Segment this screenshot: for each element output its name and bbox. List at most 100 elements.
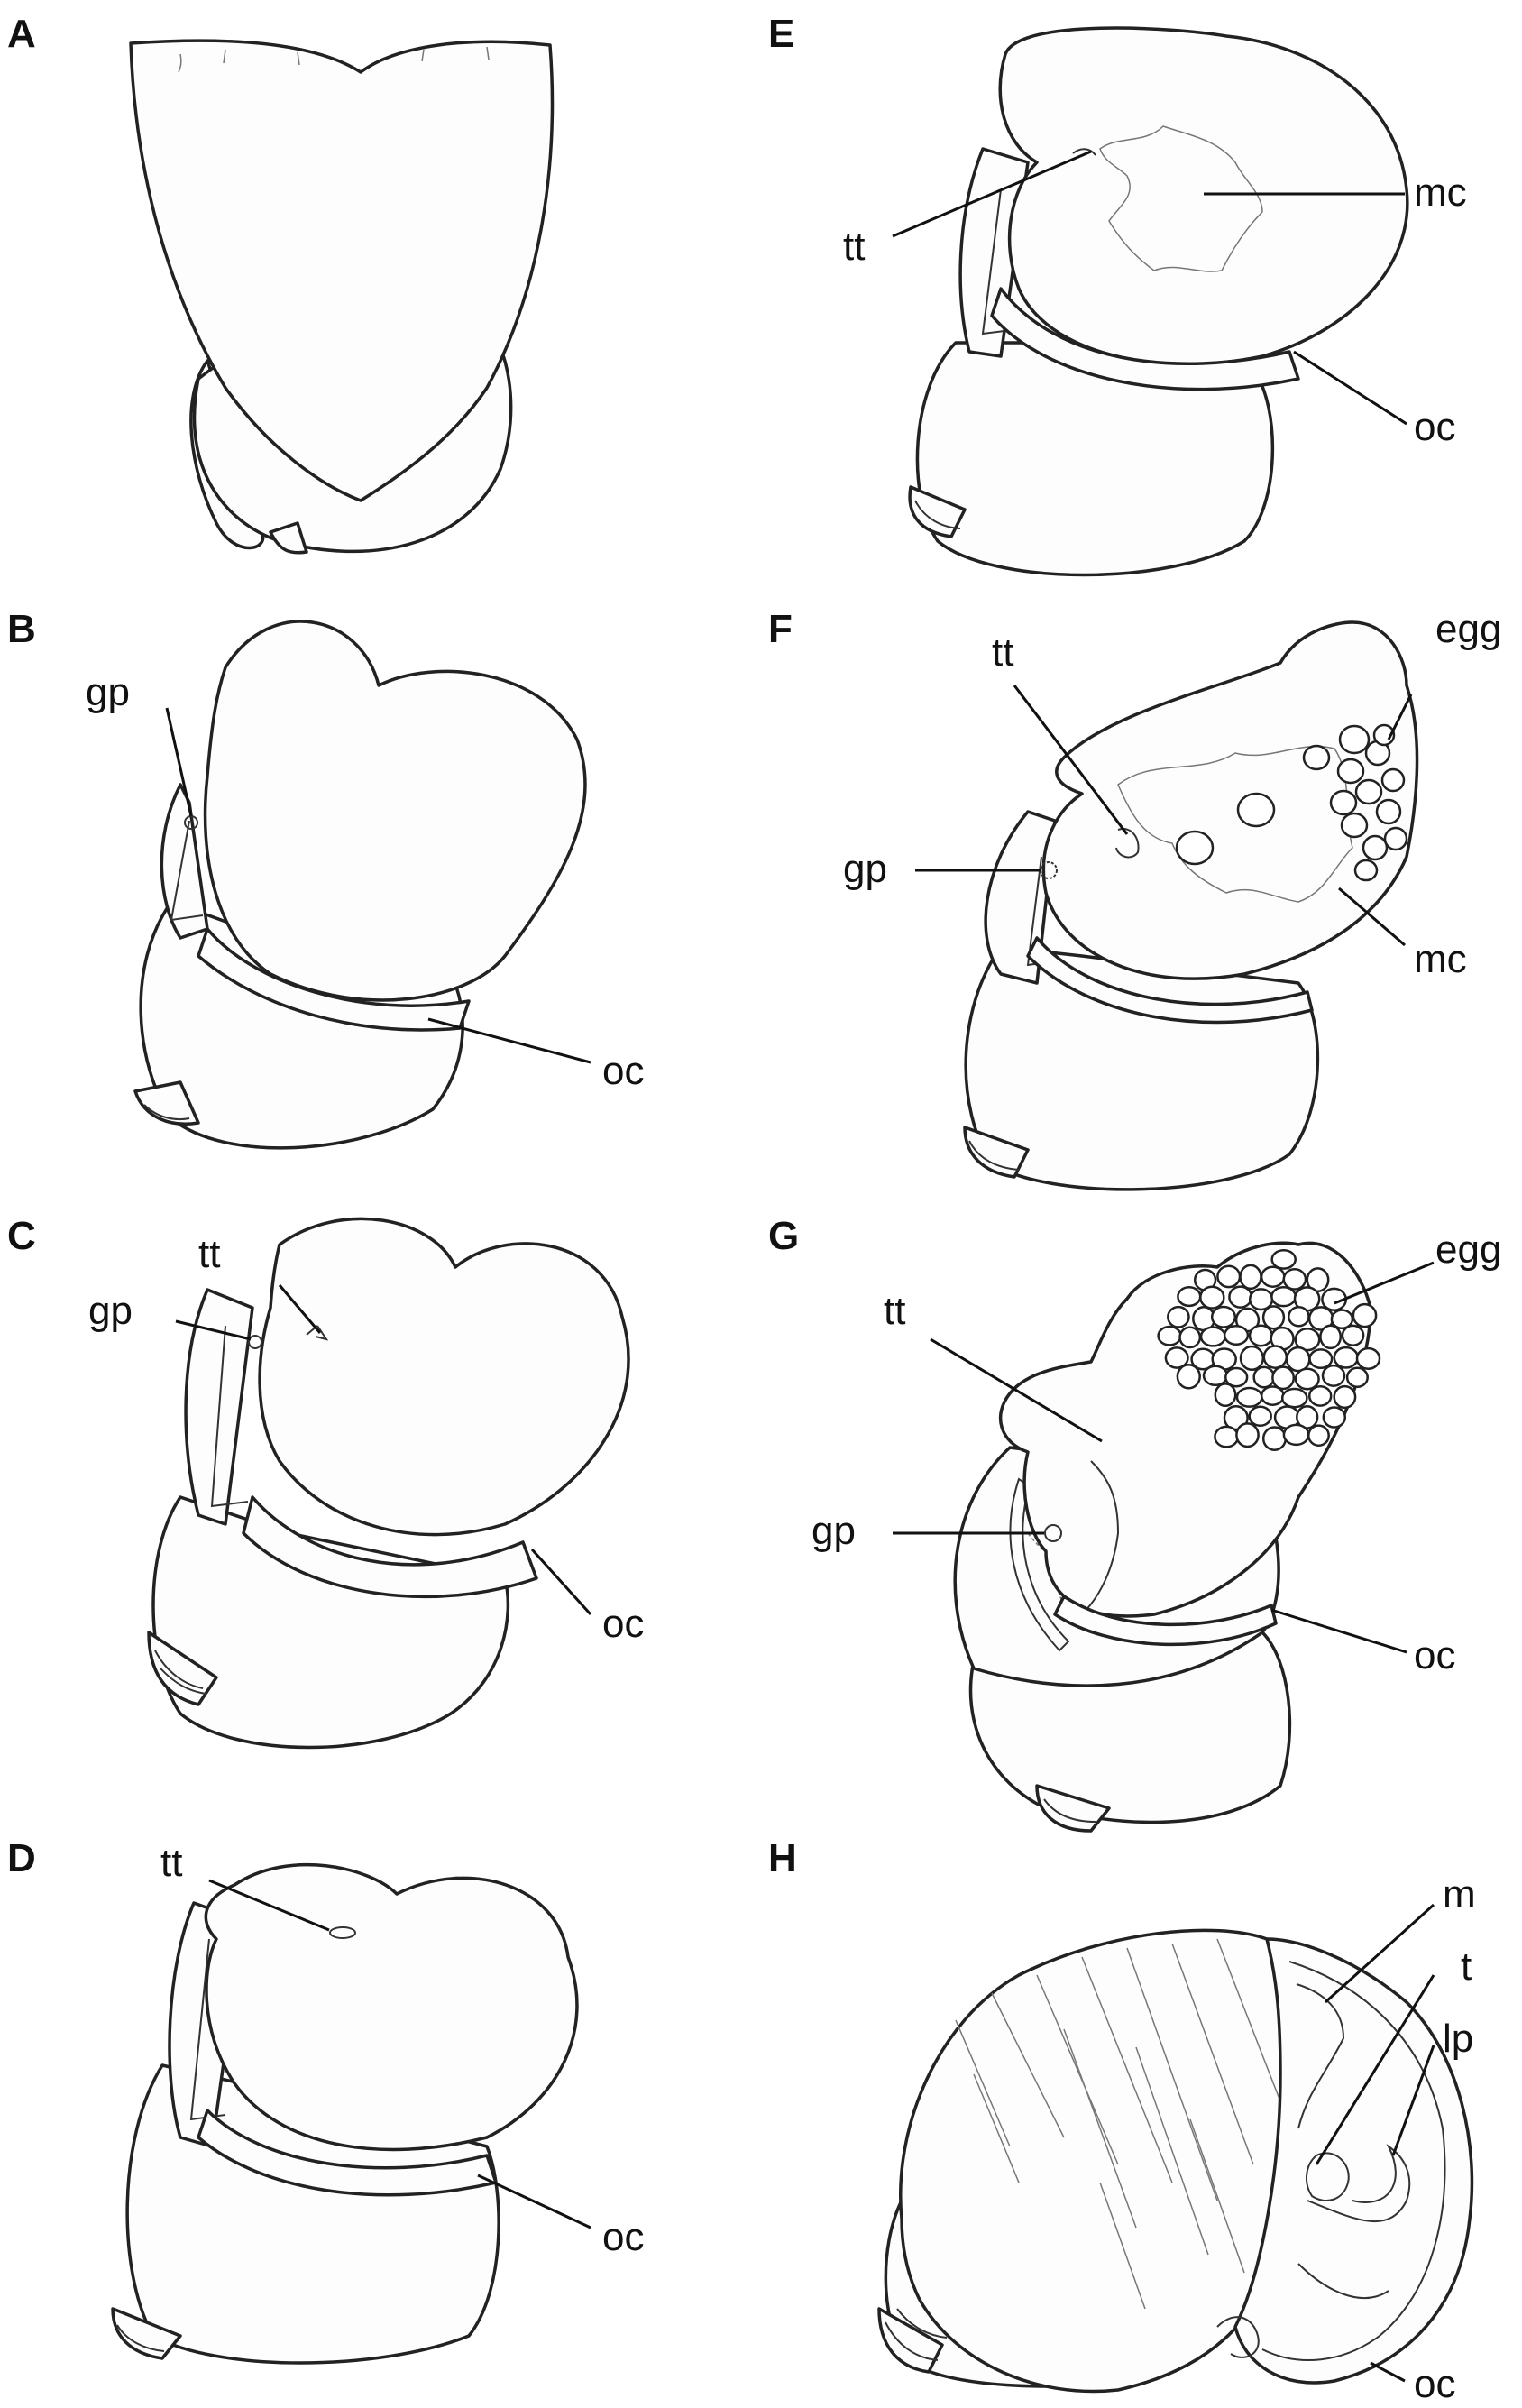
panel-h: H m t lp oc: [768, 1836, 1476, 2406]
leader-h-t: [1315, 1974, 1435, 2165]
egg: [1216, 1264, 1242, 1289]
egg: [1199, 1326, 1227, 1347]
label-f-mc: mc: [1414, 937, 1467, 981]
label-c-gp: gp: [88, 1289, 133, 1333]
egg: [1262, 1345, 1288, 1369]
leader-h-oc: [1370, 2361, 1406, 2383]
leader-c-tt: [278, 1284, 322, 1334]
egg: [1330, 1309, 1354, 1330]
label-b-oc: oc: [602, 1049, 644, 1093]
egg: [1270, 1286, 1297, 1308]
egg: [1270, 1248, 1297, 1270]
egg: [1176, 1364, 1201, 1390]
egg: [1235, 1422, 1260, 1448]
label-d-oc: oc: [602, 2215, 644, 2259]
egg: [1288, 1306, 1310, 1328]
egg: [1271, 1365, 1296, 1391]
label-f-tt: tt: [992, 630, 1013, 675]
egg: [1224, 1366, 1249, 1388]
egg: [1307, 1424, 1330, 1448]
leader-c-oc: [530, 1548, 592, 1616]
egg: [1239, 1264, 1262, 1291]
egg: [1345, 1366, 1369, 1389]
egg: [1355, 1346, 1381, 1370]
snail-drawing-b: [133, 620, 587, 1150]
label-c-oc: oc: [602, 1602, 644, 1646]
panel-letter-f: F: [768, 607, 793, 651]
egg: [1178, 1326, 1202, 1349]
label-g-gp: gp: [811, 1509, 856, 1553]
label-g-tt: tt: [884, 1289, 905, 1333]
panel-a: A: [7, 12, 555, 555]
label-g-egg: egg: [1435, 1227, 1501, 1272]
label-e-oc: oc: [1414, 405, 1455, 449]
egg: [1157, 1325, 1182, 1346]
leader-e-oc: [1293, 350, 1407, 426]
snail-drawing-a: [129, 39, 555, 555]
leader-h-lp: [1391, 2045, 1435, 2156]
panel-letter-e: E: [768, 12, 794, 56]
label-c-tt: tt: [198, 1232, 220, 1276]
leader-g-egg: [1334, 1261, 1435, 1305]
egg: [1321, 1364, 1346, 1387]
egg: [1352, 1302, 1378, 1328]
snail-drawing-d: [111, 1862, 579, 2365]
leader-f-egg: [1387, 694, 1413, 740]
leader-f-mc: [1338, 887, 1406, 947]
leader-c-gp: [175, 1319, 252, 1341]
egg: [1319, 1324, 1343, 1350]
egg: [1210, 1305, 1237, 1328]
panel-letter-a: A: [7, 12, 36, 56]
egg-cluster-g: [1157, 1248, 1381, 1451]
egg: [1239, 1345, 1265, 1372]
panel-letter-g: G: [768, 1214, 799, 1258]
label-d-tt: tt: [160, 1841, 182, 1885]
panel-f: F: [768, 607, 1501, 1191]
label-h-lp: lp: [1443, 2017, 1473, 2061]
egg: [1261, 1426, 1288, 1451]
leader-h-m: [1324, 1903, 1435, 2004]
leader-f-tt: [1013, 685, 1129, 835]
leader-e-tt: [892, 150, 1092, 238]
panel-letter-d: D: [7, 1836, 36, 1880]
label-e-mc: mc: [1414, 170, 1467, 215]
label-f-egg: egg: [1435, 607, 1501, 651]
label-h-t: t: [1461, 1944, 1472, 1989]
egg: [1322, 1406, 1347, 1429]
egg: [1285, 1346, 1311, 1373]
egg: [1177, 1286, 1202, 1308]
egg: [1341, 1324, 1365, 1346]
egg: [1252, 1365, 1276, 1389]
egg: [1333, 1346, 1360, 1369]
egg: [1248, 1324, 1274, 1347]
panel-g: G tt egg gp oc: [768, 1214, 1501, 1833]
egg: [1333, 1384, 1357, 1410]
egg: [1282, 1268, 1307, 1291]
egg: [1260, 1385, 1285, 1406]
egg: [1214, 1425, 1240, 1448]
egg: [1202, 1365, 1229, 1387]
egg: [1306, 1267, 1330, 1293]
egg: [1294, 1328, 1321, 1352]
label-f-gp: gp: [843, 847, 887, 891]
snail-drawing-c: [147, 1217, 630, 1750]
egg: [1261, 1305, 1286, 1330]
egg: [1280, 1387, 1308, 1409]
snail-drawing-e: [908, 26, 1409, 577]
egg: [1282, 1423, 1310, 1447]
panel-e: E tt mc oc: [768, 12, 1467, 577]
egg: [1223, 1324, 1250, 1346]
label-g-oc: oc: [1414, 1633, 1455, 1677]
label-h-oc: oc: [1414, 2362, 1455, 2406]
leader-d-tt: [208, 1879, 330, 1932]
egg: [1307, 1384, 1333, 1407]
panel-b: B gp oc: [7, 607, 644, 1150]
panel-letter-h: H: [768, 1836, 797, 1880]
label-e-tt: tt: [843, 225, 865, 269]
egg: [1308, 1348, 1334, 1370]
egg: [1296, 1405, 1319, 1429]
leader-b-oc: [427, 1017, 591, 1064]
leader-b-gp: [165, 707, 193, 817]
panel-d: D tt oc: [7, 1836, 644, 2365]
